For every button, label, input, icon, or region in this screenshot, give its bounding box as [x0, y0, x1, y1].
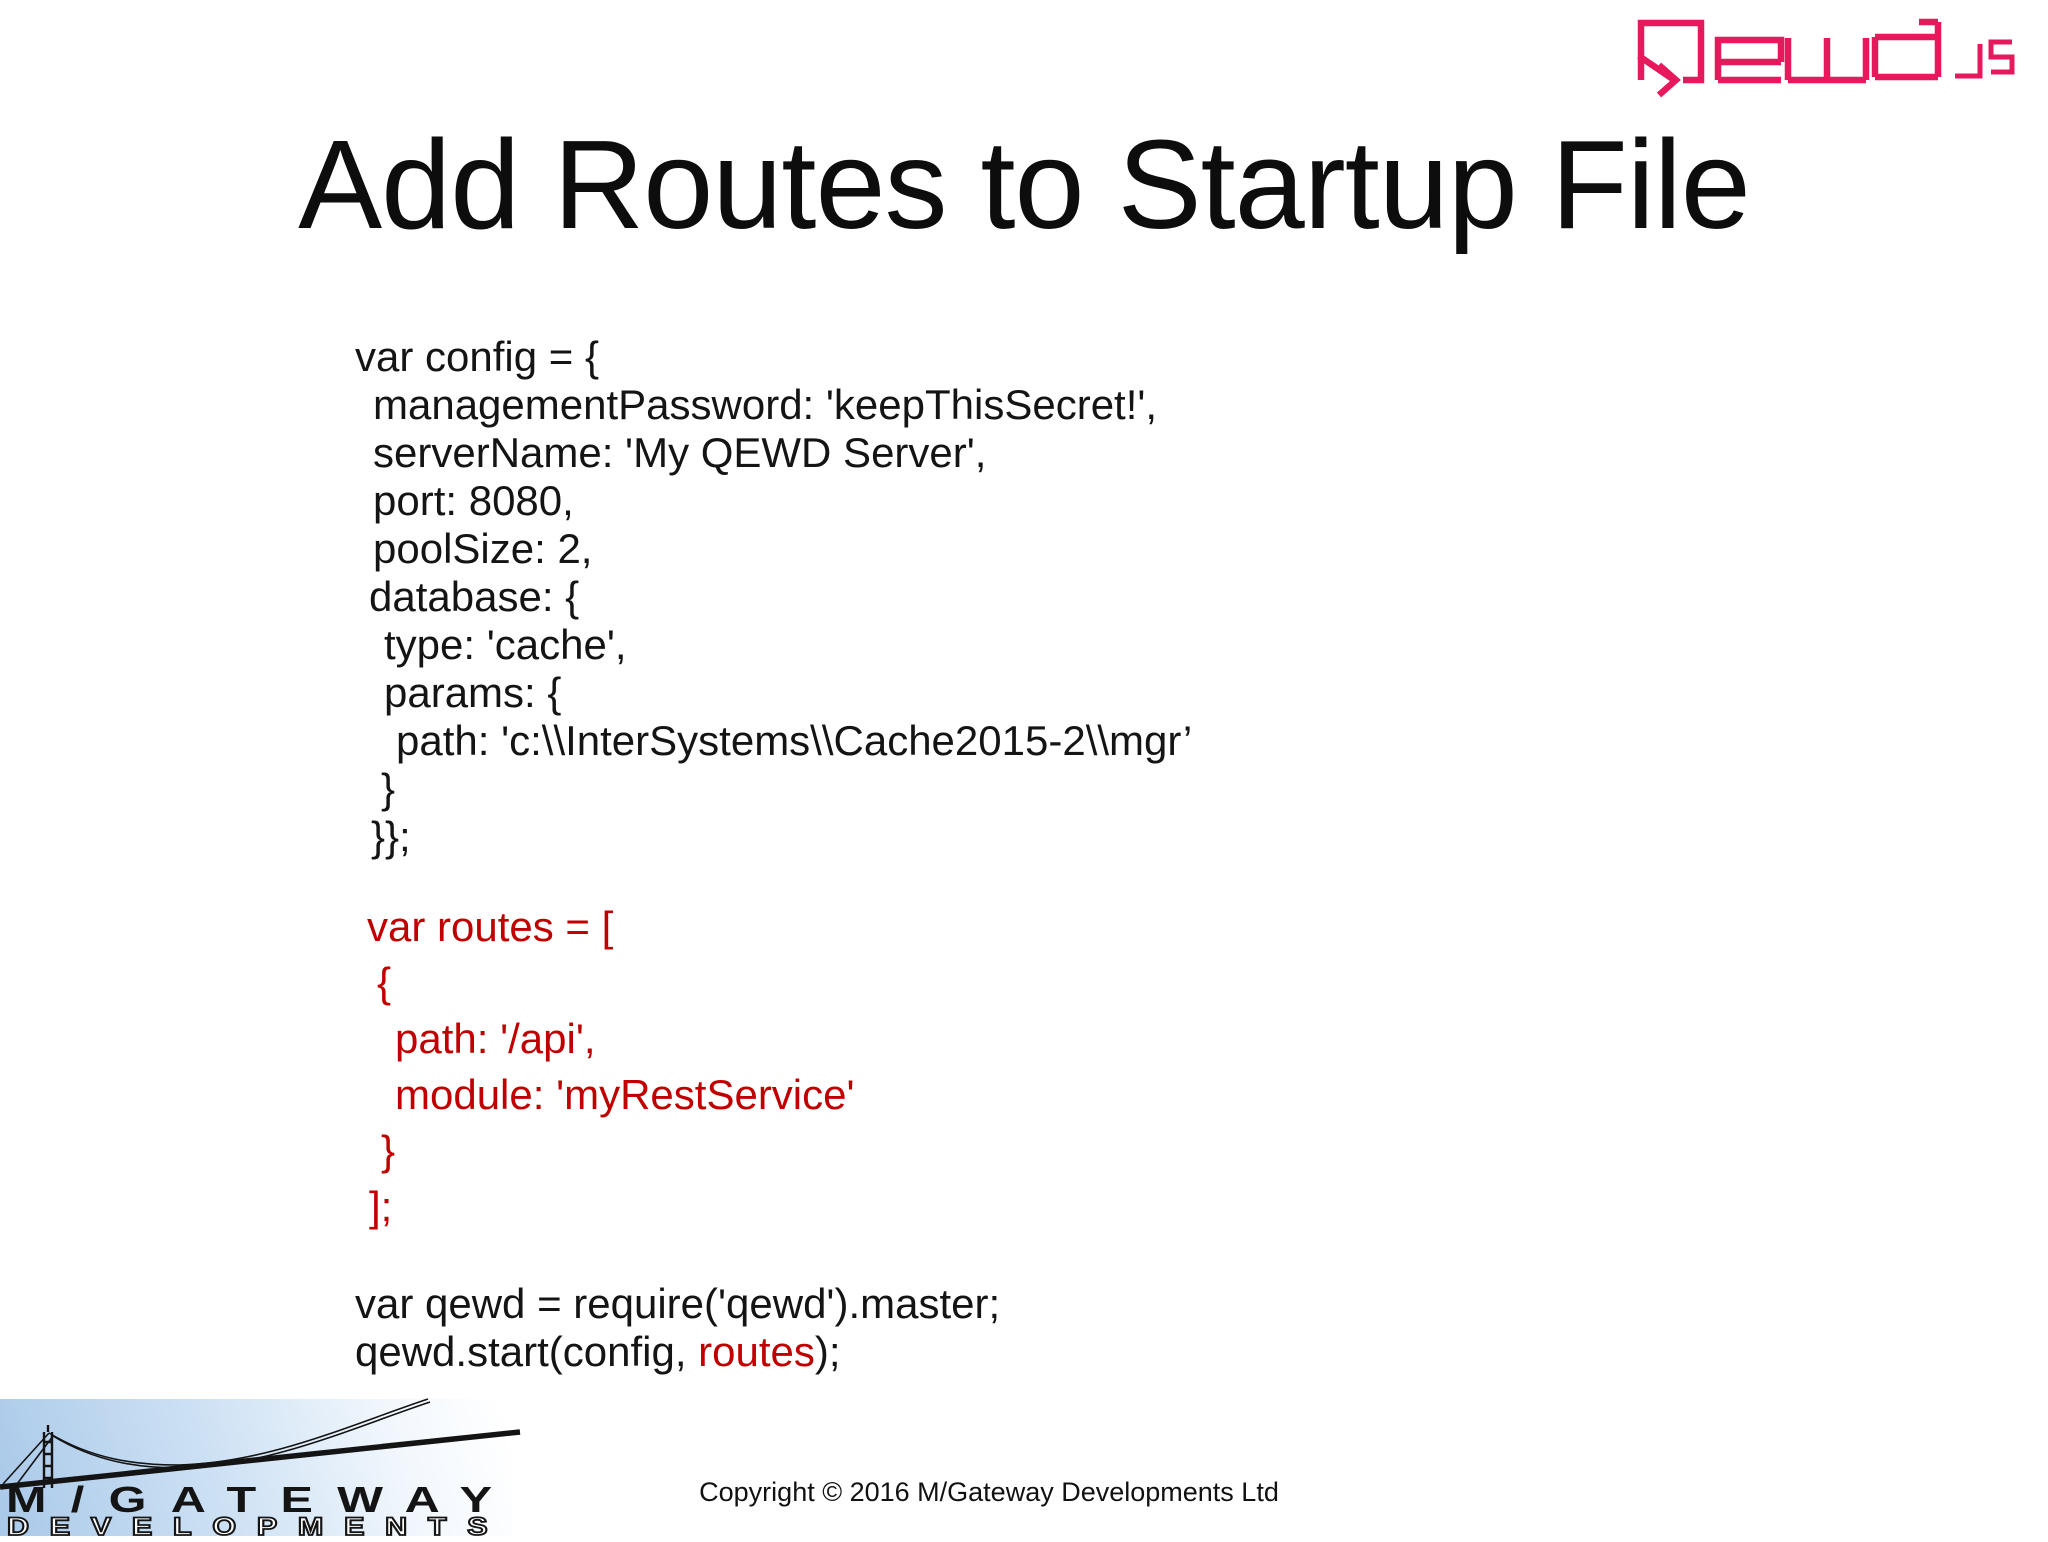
qewd-letter-e — [1714, 36, 1785, 84]
mgateway-logo: M/GATEWAY DEVELOPMENTS — [0, 1395, 530, 1542]
code-block-config: var config = {managementPassword: 'keepT… — [355, 333, 1192, 861]
qewd-letter-w — [1784, 38, 1870, 84]
code-segment: port: 8080, — [373, 477, 574, 524]
code-line: var routes = [ — [355, 899, 855, 955]
bridge-graphic-icon — [0, 1398, 521, 1536]
mgateway-wordmark: M/GATEWAY — [6, 1479, 517, 1520]
code-segment: ]; — [369, 1183, 393, 1230]
code-line: path: 'c:\\InterSystems\\Cache2015-2\\mg… — [355, 717, 1192, 765]
mgateway-developments: DEVELOPMENTS — [6, 1512, 509, 1542]
code-line: port: 8080, — [355, 477, 1192, 525]
code-segment: poolSize: 2, — [373, 525, 593, 572]
qewd-letter-d — [1871, 18, 1942, 81]
bridge-sky-background — [0, 1399, 512, 1536]
code-segment: }}; — [371, 813, 411, 860]
code-segment: managementPassword: 'keepThisSecret!', — [373, 381, 1158, 428]
code-line: module: 'myRestService' — [355, 1067, 855, 1123]
code-line: }}; — [355, 813, 1192, 861]
code-segment: serverName: 'My QEWD Server', — [373, 429, 987, 476]
code-line: path: '/api', — [355, 1011, 855, 1067]
code-block-startup: var qewd = require('qewd').master;qewd.s… — [355, 1280, 1000, 1376]
code-segment: var config = { — [355, 333, 599, 380]
qewd-letter-j — [1955, 44, 1983, 79]
code-line: params: { — [355, 669, 1192, 717]
code-segment: params: { — [384, 669, 562, 716]
qewd-js-logo-icon — [1637, 18, 2015, 98]
code-line: ]; — [355, 1179, 855, 1235]
code-line: var config = { — [355, 333, 1192, 381]
qewd-letter-s — [1988, 39, 2015, 75]
code-segment: path: '/api', — [395, 1015, 596, 1062]
code-segment: } — [381, 1127, 396, 1174]
qewd-arrow-icon — [1637, 53, 1681, 98]
code-segment: database: { — [369, 573, 580, 620]
footer-copyright: Copyright © 2016 M/Gateway Developments … — [699, 1477, 1279, 1507]
code-segment: type: 'cache', — [384, 621, 627, 668]
qewd-q-square — [1637, 19, 1705, 84]
code-segment: routes — [698, 1328, 815, 1375]
code-line: } — [355, 765, 1192, 813]
code-block-routes: var routes = [ {path: '/api', module: 'myR… — [355, 899, 855, 1235]
code-segment: ); — [814, 1328, 841, 1375]
code-line: } — [355, 1123, 855, 1179]
page-title: Add Routes to Startup File — [298, 114, 1751, 255]
code-line: type: 'cache', — [355, 621, 1192, 669]
code-line: serverName: 'My QEWD Server', — [355, 429, 1192, 477]
code-line: qewd.start(config, routes); — [355, 1328, 1000, 1376]
code-segment: qewd.start(config, — [355, 1328, 699, 1375]
code-segment: module: 'myRestService' — [395, 1071, 855, 1118]
code-segment: { — [377, 959, 392, 1006]
code-line: { — [355, 955, 855, 1011]
code-line: var qewd = require('qewd').master; — [355, 1280, 1000, 1328]
code-line: database: { — [355, 573, 1192, 621]
code-segment: } — [381, 765, 396, 812]
code-line: poolSize: 2, — [355, 525, 1192, 573]
code-segment: var qewd = require('qewd').master; — [355, 1280, 1001, 1327]
code-segment: var routes = [ — [367, 903, 614, 950]
code-segment: path: 'c:\\InterSystems\\Cache2015-2\\mg… — [396, 717, 1193, 764]
code-line: managementPassword: 'keepThisSecret!', — [355, 381, 1192, 429]
